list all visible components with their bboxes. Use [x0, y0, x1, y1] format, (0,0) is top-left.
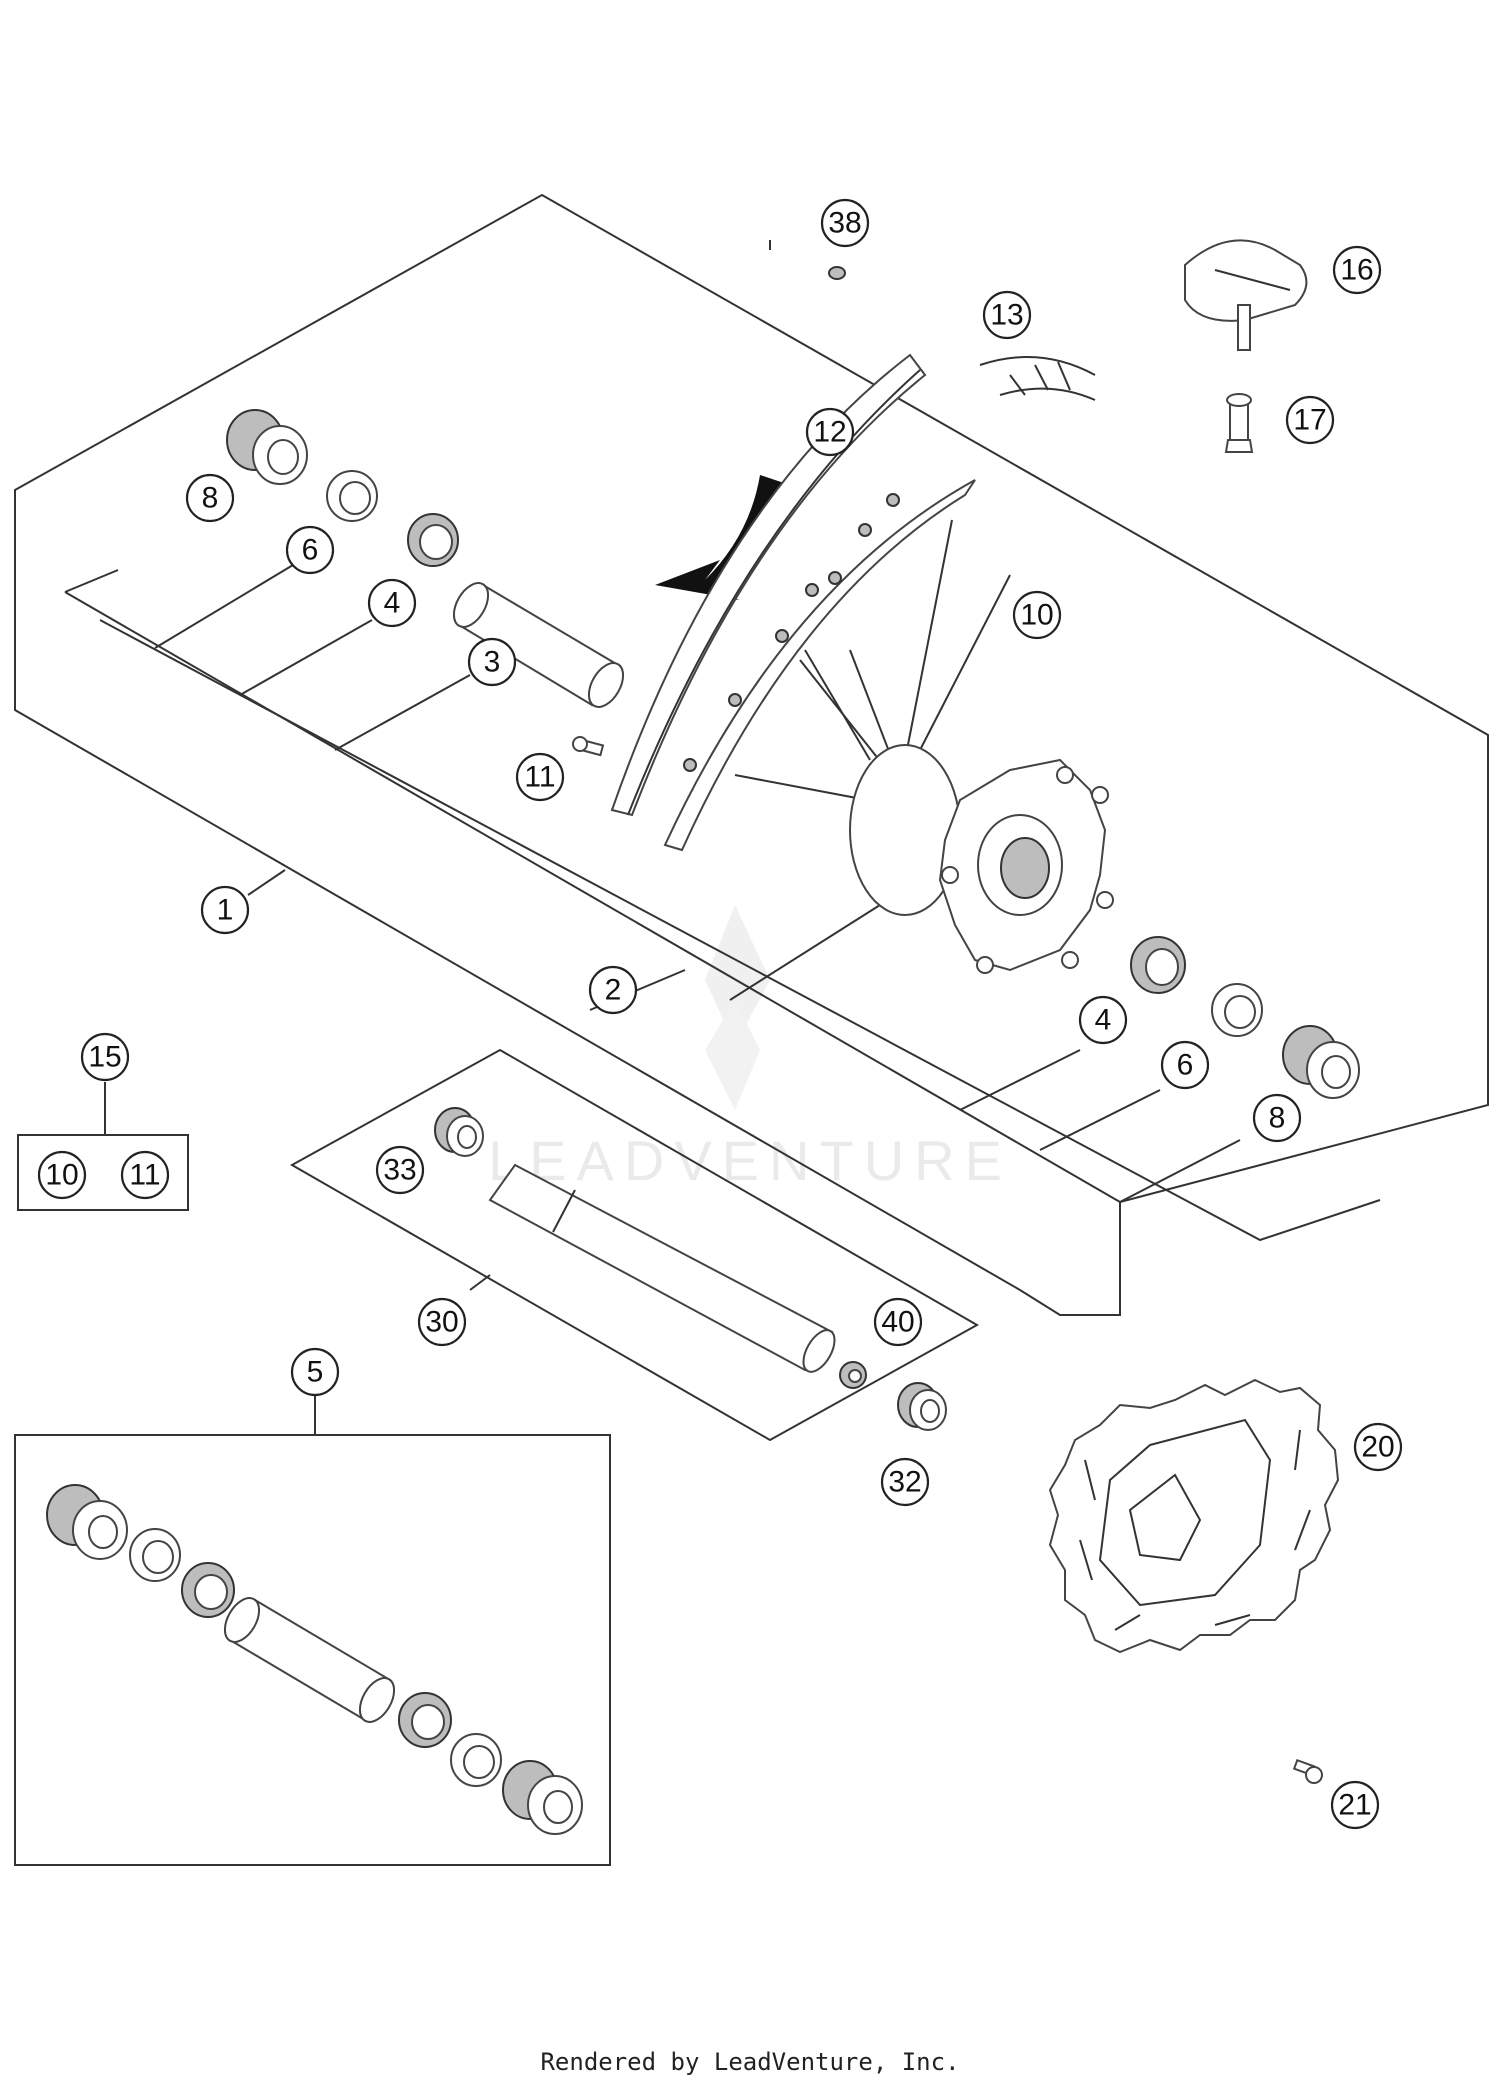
kit-seal-left [46, 1484, 128, 1560]
hub-seal-right [1282, 1025, 1360, 1099]
svg-text:10: 10 [45, 1159, 78, 1192]
callout-30: 30 [417, 1297, 467, 1347]
axle-assembly-outline [289, 1048, 980, 1442]
svg-text:16: 16 [1340, 254, 1373, 287]
disc-guard-16 [1184, 239, 1308, 351]
rotation-arrow [655, 475, 790, 600]
spacer-ring-left [326, 470, 378, 522]
svg-text:10: 10 [1020, 599, 1053, 632]
distance-sleeve [452, 582, 625, 708]
callout-33: 33 [375, 1145, 425, 1195]
axle-seal-33 [434, 1107, 484, 1157]
leadventure-watermark: LEADVENTURE [488, 905, 1012, 1192]
svg-text:38: 38 [828, 207, 861, 240]
rim-tape-13 [979, 356, 1096, 401]
callout-11-kit: 11 [120, 1150, 170, 1200]
svg-text:3: 3 [484, 646, 501, 679]
callout-8-right: 8 [1252, 1093, 1302, 1143]
callout-21: 21 [1330, 1780, 1380, 1830]
callout-13: 13 [982, 290, 1032, 340]
svg-text:8: 8 [202, 482, 219, 515]
svg-text:20: 20 [1361, 1431, 1394, 1464]
svg-text:30: 30 [425, 1306, 458, 1339]
callout-11-top: 11 [515, 752, 565, 802]
kit-box-15 [17, 1082, 189, 1211]
hub-seal-left [226, 409, 308, 485]
svg-text:4: 4 [384, 587, 401, 620]
callout-8-left: 8 [185, 473, 235, 523]
callout-10-top: 10 [1012, 590, 1062, 640]
brake-disc-20 [1048, 1378, 1340, 1654]
svg-text:6: 6 [302, 534, 319, 567]
svg-text:5: 5 [307, 1356, 324, 1389]
callout-10-kit: 10 [37, 1150, 87, 1200]
svg-text:15: 15 [88, 1041, 121, 1074]
callout-5: 5 [290, 1347, 340, 1397]
svg-text:32: 32 [888, 1466, 921, 1499]
callout-6-left: 6 [285, 525, 335, 575]
screw-11 [572, 736, 605, 757]
callout-2: 2 [588, 965, 638, 1015]
svg-text:33: 33 [383, 1154, 416, 1187]
kit-bearing-left [181, 1562, 235, 1618]
rendered-by-footer: Rendered by LeadVenture, Inc. [540, 2048, 960, 2076]
bearing-kit-box-5 [14, 1395, 611, 1866]
kit-seal-right [502, 1760, 583, 1835]
callout-16: 16 [1332, 245, 1382, 295]
kit-bearing-right [398, 1692, 452, 1748]
svg-text:40: 40 [881, 1306, 914, 1339]
callout-3: 3 [467, 637, 517, 687]
svg-text:8: 8 [1269, 1102, 1286, 1135]
callout-4-left: 4 [367, 578, 417, 628]
svg-text:6: 6 [1177, 1049, 1194, 1082]
svg-text:21: 21 [1338, 1789, 1371, 1822]
screw-21 [1292, 1758, 1323, 1784]
callout-12: 12 [805, 407, 855, 457]
watermark-text: LEADVENTURE [488, 1129, 1012, 1192]
callout-40: 40 [873, 1297, 923, 1347]
callout-20: 20 [1353, 1422, 1403, 1472]
svg-text:4: 4 [1095, 1004, 1112, 1037]
callout-15: 15 [80, 1032, 130, 1082]
svg-text:13: 13 [990, 299, 1023, 332]
kit-distance-sleeve [223, 1597, 396, 1723]
bearing-right [1130, 936, 1186, 994]
svg-text:11: 11 [524, 761, 555, 794]
bearing-left [407, 513, 459, 567]
callout-6-right: 6 [1160, 1040, 1210, 1090]
hub [849, 744, 1114, 974]
callout-17: 17 [1285, 395, 1335, 445]
axle-30 [488, 1163, 836, 1373]
spacer-32 [897, 1382, 947, 1431]
callout-38: 38 [820, 198, 870, 248]
kit-spacer-ring-left [129, 1528, 181, 1582]
screw-17 [1224, 393, 1254, 453]
axle-nut-40 [839, 1361, 867, 1389]
wheel-assembly-outline [14, 193, 1489, 1316]
svg-text:1: 1 [217, 894, 234, 927]
svg-text:12: 12 [813, 416, 846, 449]
callout-4-right: 4 [1078, 995, 1128, 1045]
svg-text:17: 17 [1293, 404, 1326, 437]
callout-32: 32 [880, 1457, 930, 1507]
kit-spacer-ring-right [450, 1733, 502, 1787]
nipple-38 [828, 266, 846, 280]
svg-text:2: 2 [605, 974, 622, 1007]
spacer-ring-right [1211, 983, 1263, 1037]
callout-1: 1 [200, 885, 250, 935]
exploded-axis-lines [64, 564, 1381, 1242]
wheel-rim [610, 353, 976, 852]
svg-text:11: 11 [129, 1159, 160, 1192]
